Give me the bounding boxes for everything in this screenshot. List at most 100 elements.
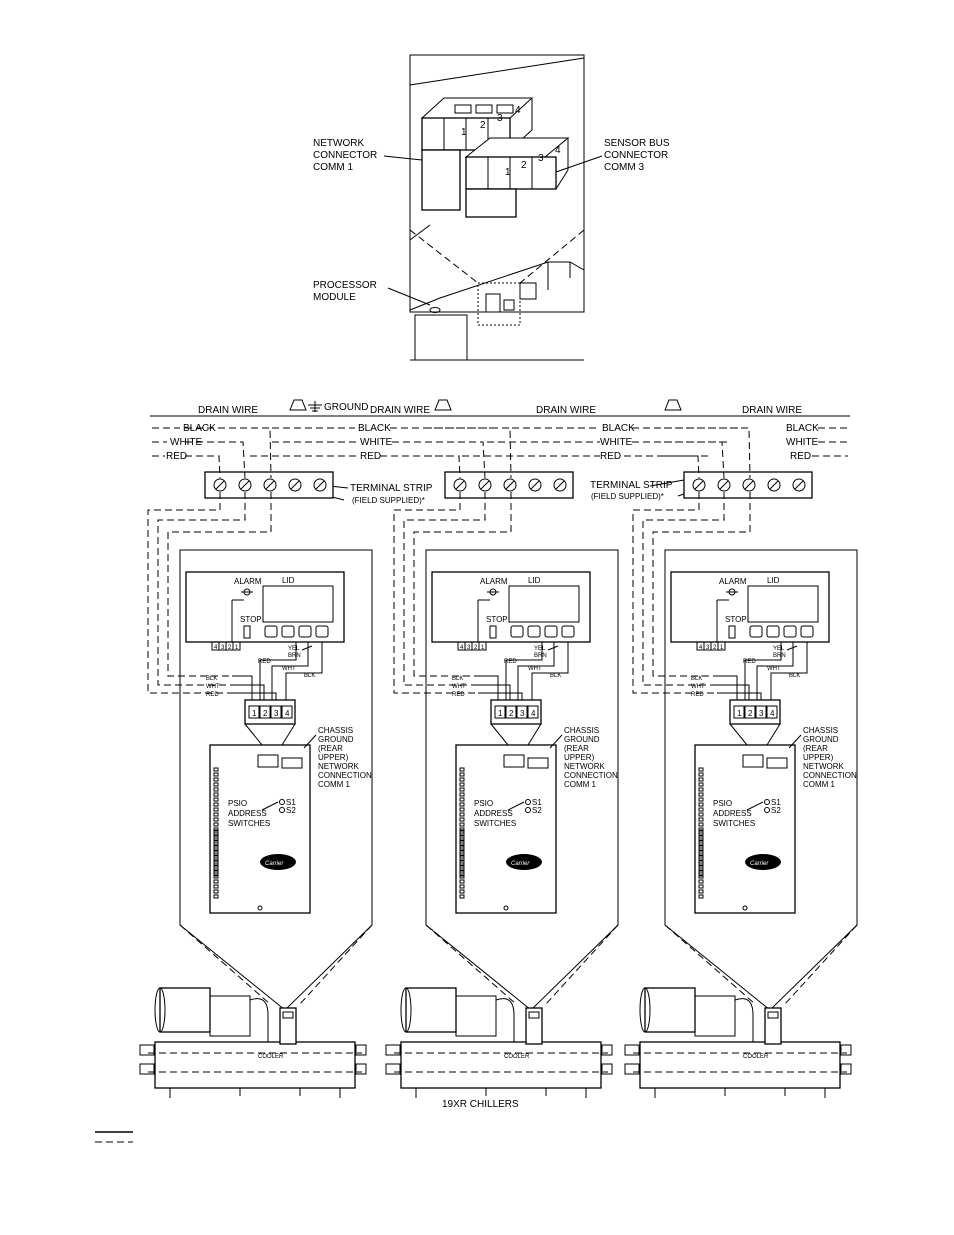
drain-wire-label-3: DRAIN WIRE: [536, 405, 596, 416]
red-label-2: RED: [360, 451, 381, 462]
comm3-connector: [503, 754, 525, 768]
nc-pin-1: 1: [461, 127, 467, 138]
s1-switch-icon: [279, 799, 285, 805]
field-red-label: RED: [691, 692, 704, 698]
network-connector-label-1: NETWORK: [313, 138, 364, 149]
black-label-2: BLACK: [358, 423, 391, 434]
cooler-label: COOLER: [504, 1054, 530, 1060]
compressor-motor: [159, 987, 211, 1033]
alarm-label: ALARM: [234, 577, 262, 586]
nc-pin-2: 2: [480, 120, 486, 131]
field-wht-label: WHT: [452, 684, 466, 690]
compressor-body: [694, 995, 736, 1037]
plug-pin-number: 4: [531, 709, 536, 718]
plug-wht-label: WHT: [767, 666, 781, 672]
carrier-logo-text: Carrier: [511, 861, 530, 867]
chassis-ground-label: CHASSIS: [318, 726, 353, 735]
small-pin-number: 4: [214, 645, 218, 651]
stop-button: [728, 625, 736, 639]
plug-wht-label: WHT: [282, 666, 296, 672]
small-pin-number: 3: [467, 645, 471, 651]
small-pin-number: 2: [713, 645, 717, 651]
sensor-bus-label-3: COMM 3: [604, 162, 644, 173]
panel-outline: [664, 549, 858, 1011]
chassis-ground-label: CONNECTION: [803, 771, 857, 780]
field-wht-label: WHT: [691, 684, 705, 690]
sensor-bus-label-2: CONNECTOR: [604, 150, 668, 161]
switches-label: SWITCHES: [228, 819, 270, 828]
chiller-19xr: COOLER: [624, 987, 852, 1098]
sb-pin-3: 3: [538, 153, 544, 164]
terminal-screw-icon: [313, 478, 327, 492]
cooler-label: COOLER: [258, 1054, 284, 1060]
lid-softkey: [315, 625, 329, 638]
terminal-strip-label-1: TERMINAL STRIP: [350, 483, 433, 494]
chassis-ground-label: CHASSIS: [803, 726, 838, 735]
field-supplied-label-1: (FIELD SUPPLIED)*: [352, 496, 425, 505]
processor-module-leader: [387, 287, 431, 306]
chassis-ground-label: UPPER): [564, 753, 595, 762]
cooler-label: COOLER: [743, 1054, 769, 1060]
sb-pin-1: 1: [505, 167, 511, 178]
small-pin-number: 1: [720, 645, 724, 651]
chassis-ground-label: NETWORK: [564, 762, 606, 771]
s2-switch-icon: [764, 807, 770, 813]
terminal-screw-icon: [288, 478, 302, 492]
plug-pin-number: 2: [263, 709, 268, 718]
chassis-ground-label: CONNECTION: [318, 771, 372, 780]
terminal-screw-icon: [263, 478, 277, 492]
terminal-screw-icon: [553, 478, 567, 492]
plug-pin-number: 2: [748, 709, 753, 718]
s1-label: S1: [771, 798, 781, 807]
lid-softkey: [264, 625, 278, 638]
carrier-logo-text: Carrier: [265, 861, 284, 867]
terminal-screw-icon: [692, 478, 706, 492]
cooler-shell: [400, 1041, 602, 1089]
lid-softkey: [544, 625, 558, 638]
terminal-strip: [444, 471, 574, 499]
nc-pin-3: 3: [497, 113, 503, 124]
lid-label: LID: [767, 576, 780, 585]
processor-module-label-1: PROCESSOR: [313, 280, 377, 291]
s2-switch-icon: [525, 807, 531, 813]
yel-label: YEL: [773, 646, 785, 652]
network-connector-label-2: CONNECTOR: [313, 150, 377, 161]
small-pin-number: 1: [235, 645, 239, 651]
ground-label: GROUND: [324, 402, 368, 413]
carrier-logo: [745, 854, 781, 870]
small-pin-number: 4: [460, 645, 464, 651]
sb-pin-4: 4: [555, 145, 561, 156]
yel-label: YEL: [534, 646, 546, 652]
plug-blk-label: BLK: [304, 673, 315, 679]
s2-label: S2: [286, 806, 296, 815]
small-pin-number: 3: [221, 645, 225, 651]
chassis-ground-label: (REAR: [564, 744, 589, 753]
drain-wire-label-2: DRAIN WIRE: [370, 405, 430, 416]
chassis-ground-label: GROUND: [803, 735, 839, 744]
s2-switch-icon: [279, 807, 285, 813]
lid-softkey: [749, 625, 763, 638]
comm1-connector: [527, 757, 549, 769]
chiller-19xr: COOLER: [385, 987, 613, 1098]
chassis-ground-label: GROUND: [564, 735, 600, 744]
carrier-logo: [260, 854, 296, 870]
field-blk-label: BLK: [691, 676, 702, 682]
chassis-ground-label: UPPER): [318, 753, 349, 762]
comm3-connector: [742, 754, 764, 768]
terminal-screw-icon: [478, 478, 492, 492]
red-label-4: RED: [790, 451, 811, 462]
plug-red-label: RED: [743, 659, 756, 665]
terminal-screw-icon: [528, 478, 542, 492]
plug-pin-number: 3: [274, 709, 279, 718]
s1-switch-icon: [764, 799, 770, 805]
plug-pin-number: 2: [509, 709, 514, 718]
alarm-label: ALARM: [480, 577, 508, 586]
plug-pin-number: 3: [520, 709, 525, 718]
drain-wire-label-1: DRAIN WIRE: [198, 405, 258, 416]
plug-blk-label: BLK: [789, 673, 800, 679]
